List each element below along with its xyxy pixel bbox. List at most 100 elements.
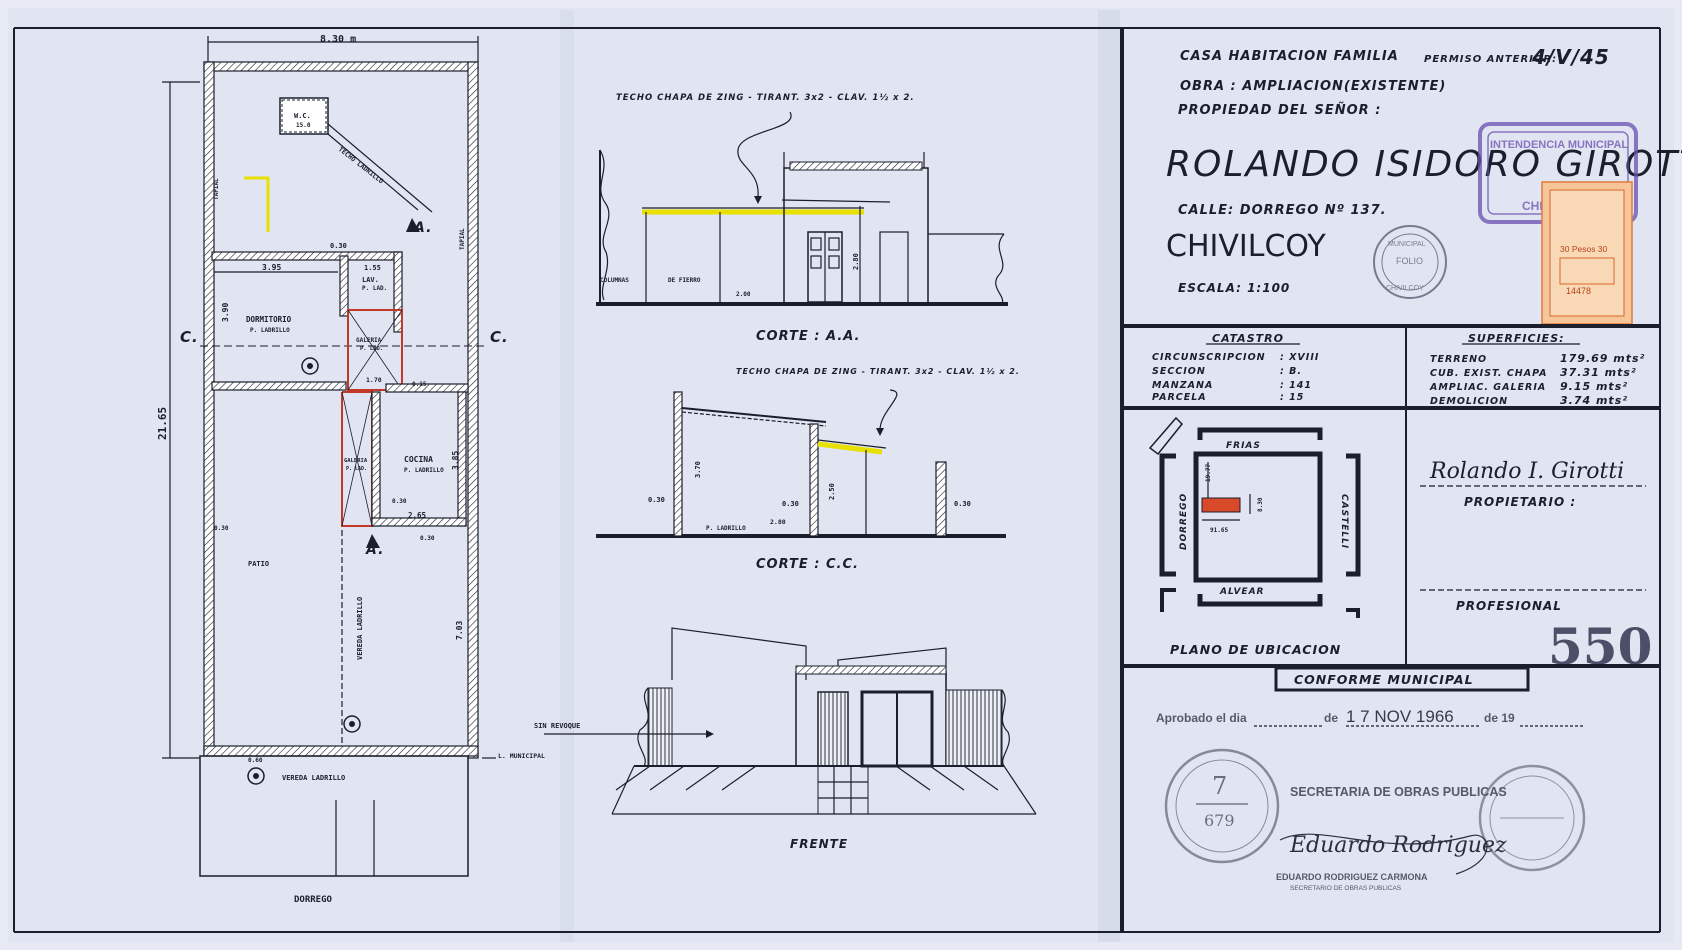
corte-aa-fierro: DE FIERRO — [668, 277, 701, 284]
street-dorrego-ubic: DORREGO — [1179, 493, 1189, 550]
frente-note: SIN REVOQUE — [534, 722, 580, 730]
catastro-row-1-label: SECCION — [1152, 366, 1206, 377]
dim-015: 0.15 — [412, 381, 427, 388]
permiso-label: PERMISO ANTERIOR: — [1424, 54, 1557, 65]
permiso-value: 4/V/45 — [1531, 45, 1610, 69]
room-lav: LAV. — [362, 276, 379, 284]
sup-row-1-value: 37.31 mts² — [1560, 366, 1637, 379]
approval-date: 1 7 NOV 1966 — [1346, 707, 1454, 726]
corte-aa-dim-280: 2.80 — [852, 253, 860, 270]
vereda-exterior-label: VEREDA LADRILLO — [282, 774, 345, 782]
superficies-heading: SUPERFICIES: — [1468, 332, 1565, 345]
frente-elevation: SIN REVOQUE FRENTE — [534, 627, 1037, 851]
section-a-top: A. — [413, 220, 432, 236]
corte-aa-title: CORTE : A.A. — [756, 329, 861, 344]
owner-name: ROLANDO ISIDORO GIROTTI — [1166, 144, 1682, 185]
city-name: CHIVILCOY — [1166, 229, 1326, 264]
calle-line: CALLE: DORREGO Nº 137. — [1178, 203, 1387, 218]
dim-385: 3.85 — [451, 451, 460, 470]
dim-030-a: 0.30 — [330, 242, 347, 250]
municipal-round-stamp-left: 7 679 — [1164, 748, 1280, 864]
catastro-row-1-value: : B. — [1280, 366, 1302, 377]
room-cocina-sub: P. LADRILLO — [404, 467, 444, 474]
obra-line: OBRA : AMPLIACION(EXISTENTE) — [1180, 79, 1446, 94]
official-signature: Eduardo Rodriguez — [1289, 833, 1507, 858]
catastro-row-2-value: : 141 — [1280, 380, 1312, 391]
folio-stamp-mid: FOLIO — [1396, 256, 1423, 266]
room-cocina: COCINA — [404, 455, 433, 464]
plan-width-dim: 8.30 m — [320, 34, 356, 45]
official-title: SECRETARIO DE OBRAS PUBLICAS — [1290, 885, 1402, 892]
street-frias: FRIAS — [1226, 441, 1261, 451]
corte-cc-title: CORTE : C.C. — [756, 557, 859, 572]
ubic-dim-830: 8.30 — [1257, 497, 1264, 512]
folio-stamp-bottom: CHIVILCOY — [1386, 285, 1424, 292]
propietario-label: PROPIETARIO : — [1464, 495, 1576, 509]
dim-030-c: 0.30 — [214, 525, 229, 532]
revenue-stamp-serial: 14478 — [1566, 286, 1591, 296]
corte-aa-dim-200: 2.00 — [736, 291, 751, 298]
sup-row-0-label: TERRENO — [1430, 354, 1487, 365]
ubic-dim-1977: 19.77 — [1205, 464, 1212, 482]
catastro-heading: CATASTRO — [1212, 332, 1284, 345]
street-alvear: ALVEAR — [1219, 587, 1264, 597]
municipal-round-stamp-right — [1478, 764, 1586, 872]
dim-395: 3.95 — [262, 263, 281, 272]
sheet-border — [13, 27, 1661, 933]
section-c-right: C. — [490, 328, 509, 346]
street-dorrego-plan: DORREGO — [294, 895, 333, 905]
catastro-block: CATASTRO CIRCUNSCRIPCION : XVIII SECCION… — [1152, 332, 1319, 403]
catastro-row-3-label: PARCELA — [1152, 392, 1207, 403]
de19-label: de 19 — [1484, 711, 1515, 725]
sup-row-1-label: CUB. EXIST. CHAPA — [1430, 368, 1548, 379]
section-a-bottom: A. — [365, 542, 384, 558]
revenue-stamp: 30 Pesos 30 14478 — [1541, 181, 1633, 325]
catastro-row-0-value: : XVIII — [1280, 352, 1319, 363]
propiedad-line: PROPIEDAD DEL SEÑOR : — [1178, 102, 1381, 118]
dim-030-b: 0.30 — [392, 498, 407, 505]
corte-cc-dim-370: 3.70 — [694, 461, 702, 478]
frente-title: FRENTE — [790, 837, 848, 851]
l-municipal-label: L. MUNICIPAL — [498, 752, 545, 760]
plan-length-dim: 21.65 — [156, 407, 169, 440]
catastro-row-0-label: CIRCUNSCRIPCION — [1152, 352, 1266, 363]
section-c-left: C. — [180, 328, 199, 346]
owner-signature: Rolando I. Girotti — [1429, 459, 1624, 484]
room-galeria-upper-sub: P. LAD. — [360, 346, 383, 352]
ubicacion-title: PLANO DE UBICACION — [1170, 642, 1341, 657]
catastro-row-2-label: MANZANA — [1152, 380, 1213, 391]
corte-cc-dim-250: 2.50 — [828, 483, 836, 500]
corte-cc: TECHO CHAPA DE ZING - TIRANT. 3x2 - CLAV… — [596, 367, 1019, 572]
room-lav-sub: P. LAD. — [362, 285, 387, 292]
escala-line: ESCALA: 1:100 — [1178, 281, 1290, 295]
corte-cc-dim-280: 2.80 — [770, 518, 786, 526]
corte-cc-dim-030-r: 0.30 — [954, 500, 971, 508]
stamp-left-file: 679 — [1204, 811, 1235, 830]
corte-cc-dim-030-m: 0.30 — [782, 500, 799, 508]
sup-row-3-label: DEMOLICION — [1430, 396, 1508, 407]
plano-ubicacion: 19.77 91.65 8.30 FRIAS ALVEAR DORREGO CA… — [1148, 408, 1407, 666]
sup-row-0-value: 179.69 mts² — [1560, 352, 1645, 365]
catastro-row-3-value: : 15 — [1280, 392, 1304, 403]
corte-aa-note: TECHO CHAPA DE ZING - TIRANT. 3x2 - CLAV… — [616, 93, 915, 103]
conforme-heading: CONFORME MUNICIPAL — [1294, 672, 1474, 687]
room-galeria-upper: GALERIA — [356, 337, 382, 344]
corte-aa-columnas: COLUMNAS — [600, 277, 629, 284]
sup-row-2-value: 9.15 mts² — [1560, 380, 1628, 393]
superficies-block: SUPERFICIES: TERRENO 179.69 mts² CUB. EX… — [1429, 332, 1645, 407]
sup-row-3-value: 3.74 mts² — [1560, 394, 1628, 407]
floor-plan: 8.30 m 21.65 W.C. 15.0 TECHO LADRILLO TA… — [156, 34, 545, 905]
title-line1: CASA HABITACION FAMILIA — [1180, 49, 1399, 64]
room-dormitorio: DORMITORIO — [246, 315, 292, 324]
aprobado-label: Aprobado el dia — [1156, 711, 1247, 725]
room-wc-sub: 15.0 — [296, 122, 311, 129]
corte-cc-piso: P. LADRILLO — [706, 525, 746, 532]
dim-060: 0.60 — [248, 757, 263, 764]
dim-390: 3.90 — [221, 303, 230, 322]
tapial-left-label: TAPIAL — [213, 178, 220, 200]
tapial-right-label: TAPIAL — [459, 228, 466, 250]
street-castelli: CASTELLI — [1339, 494, 1349, 549]
room-galeria-lower: GALERIA — [344, 458, 368, 464]
secretaria-label: SECRETARIA DE OBRAS PUBLICAS — [1290, 785, 1507, 799]
